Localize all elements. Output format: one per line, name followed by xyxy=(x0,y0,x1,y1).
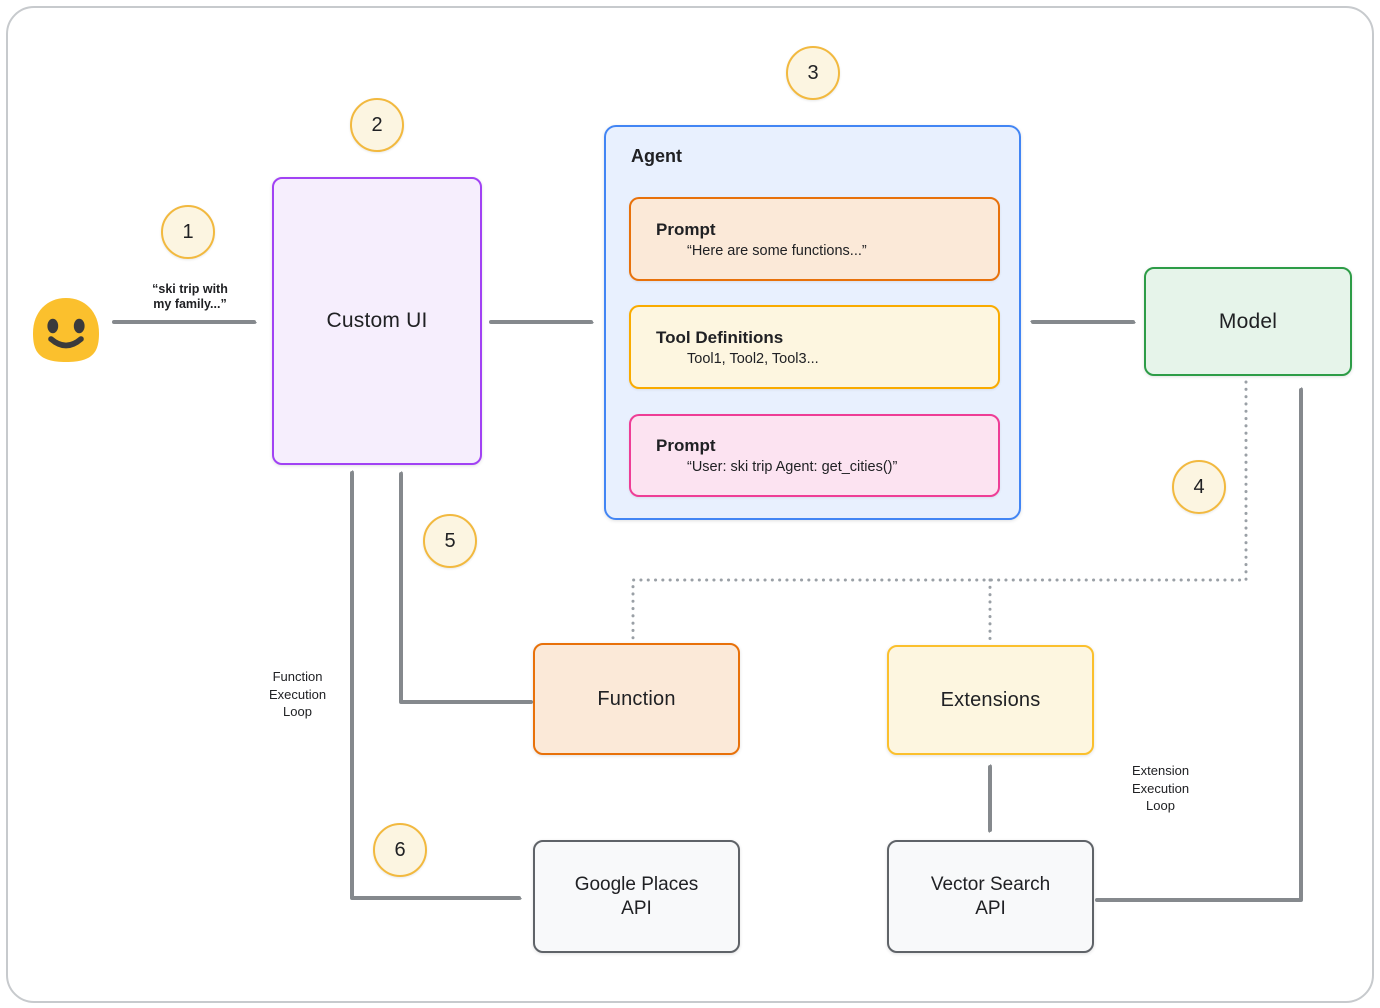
agent-title: Agent xyxy=(631,146,682,166)
google-places-api-node: Google Places API xyxy=(533,840,740,953)
vector-search-line2: API xyxy=(975,897,1006,919)
step-number: 5 xyxy=(444,529,456,552)
tool-definitions-detail: Tool1, Tool2, Tool3... xyxy=(687,350,819,367)
user-query-label: “ski trip with my family...” xyxy=(126,282,254,313)
prompt-title: Prompt xyxy=(656,219,716,239)
extension-loop-line1: Extension xyxy=(1131,763,1190,778)
function-loop-line1: Function xyxy=(272,669,323,684)
extensions-label: Extensions xyxy=(940,688,1041,711)
prompt-detail: “Here are some functions...” xyxy=(687,242,867,259)
step-number: 1 xyxy=(182,220,194,243)
connector-model-dotted-to-function xyxy=(631,380,1248,640)
step-badge-5: 5 xyxy=(423,514,477,568)
user-smiley-face-icon xyxy=(33,298,99,362)
agent-node: Agent Prompt “Here are some functions...… xyxy=(604,125,1021,520)
user-query-line1: “ski trip with xyxy=(152,282,228,296)
extensions-node: Extensions xyxy=(887,645,1094,755)
custom-ui-node: Custom UI xyxy=(272,177,482,465)
step-badge-6: 6 xyxy=(373,823,427,877)
function-node: Function xyxy=(533,643,740,755)
function-loop-line2: Execution xyxy=(268,686,327,702)
connector-function-to-customui xyxy=(399,474,533,704)
vector-search-line1: Vector Search xyxy=(930,873,1051,895)
step-badge-3: 3 xyxy=(786,46,840,100)
agent-prompt-conversation-box: Prompt “User: ski trip Agent: get_cities… xyxy=(629,414,1000,497)
connector-customui-googleplaces-loop xyxy=(350,473,519,898)
step-badge-4: 4 xyxy=(1172,460,1226,514)
model-node: Model xyxy=(1144,267,1352,376)
function-loop-line3: Loop xyxy=(283,704,312,720)
prompt-title: Prompt xyxy=(656,436,716,455)
user-query-line2: my family...” xyxy=(153,297,227,312)
step-number: 6 xyxy=(394,838,406,861)
extension-loop-line3: Loop xyxy=(1146,798,1175,814)
custom-ui-label: Custom UI xyxy=(326,309,428,332)
step-number: 4 xyxy=(1193,475,1205,498)
step-number: 3 xyxy=(807,61,819,84)
function-execution-loop-label: Function Execution Loop xyxy=(235,668,360,721)
prompt-detail: “User: ski trip Agent: get_cities()” xyxy=(687,459,898,475)
tool-definitions-title: Tool Definitions xyxy=(656,327,784,347)
vector-search-api-node: Vector Search API xyxy=(887,840,1094,953)
step-badge-1: 1 xyxy=(161,205,215,259)
connector-vectorsearch-to-model xyxy=(1095,390,1301,902)
extension-execution-loop-label: Extension Execution Loop xyxy=(1098,762,1223,815)
model-label: Model xyxy=(1218,309,1278,333)
google-places-line2: API xyxy=(621,897,652,919)
function-label: Function xyxy=(597,687,676,710)
agent-prompt-functions-box: Prompt “Here are some functions...” xyxy=(629,197,1000,281)
step-number: 2 xyxy=(371,113,383,136)
google-places-line1: Google Places xyxy=(574,873,699,895)
step-badge-2: 2 xyxy=(350,98,404,152)
agent-tool-definitions-box: Tool Definitions Tool1, Tool2, Tool3... xyxy=(629,305,1000,389)
extension-loop-line2: Execution xyxy=(1131,780,1190,796)
